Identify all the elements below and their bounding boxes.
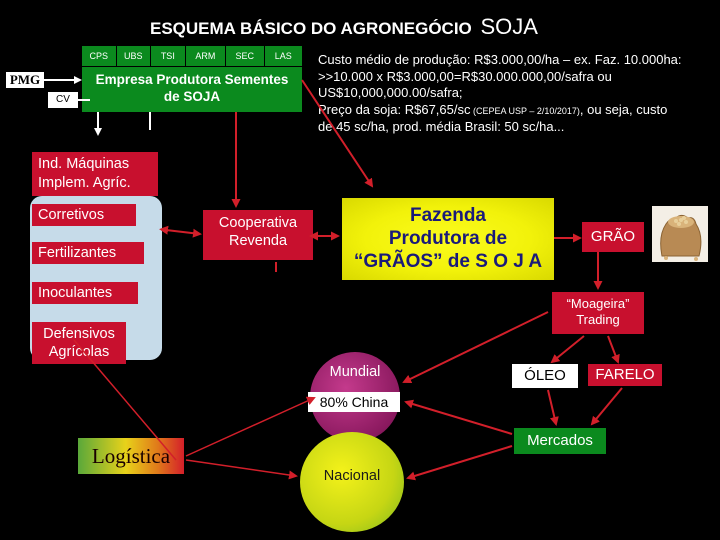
arrow-markets-national [406, 445, 513, 481]
cooperative-box: Cooperativa Revenda [203, 210, 313, 260]
china-share-label: 80% China [308, 392, 400, 412]
cooperative-line2: Revenda [228, 233, 288, 249]
correctives-box: Corretivos [32, 204, 136, 226]
cv-label: CV [48, 92, 78, 108]
grain-sack-icon [652, 206, 708, 262]
machinery-line2: Implem. Agríc. [38, 175, 131, 191]
meal-box: FARELO [588, 364, 662, 386]
world-market-label: Mundial [329, 364, 381, 380]
arrow-panel-coop [159, 225, 202, 238]
seed-company-box: CPS UBS TSI ARM SEC LAS Empresa Produtor… [82, 46, 302, 112]
crusher-line1: “Moageira” [566, 296, 630, 311]
arrow-meal-markets [590, 387, 623, 426]
title-soja: SOJA [480, 14, 538, 39]
logistics-box: Logística [78, 438, 184, 474]
info-line2: >>10.000 x R$3.000,00=R$30.000.000,00/sa… [318, 68, 612, 84]
arrow-crusher-meal [607, 335, 620, 364]
cooperative-line1: Cooperativa [218, 215, 298, 231]
farm-line1: Fazenda [409, 205, 487, 226]
pesticides-line1: Defensivos [43, 326, 115, 342]
page-title: ESQUEMA BÁSICO DO AGRONEGÓCIO SOJA [150, 14, 538, 40]
stage-cps: CPS [82, 46, 117, 66]
machinery-industry-box: Ind. Máquinas Implem. Agríc. [32, 152, 158, 196]
machinery-line1: Ind. Máquinas [38, 156, 130, 172]
arrow-grain-world [402, 311, 549, 383]
info-line4: Preço da soja: R$67,65/sc (CEPEA USP – 2… [318, 102, 718, 120]
arrow-panel-logistics [73, 339, 177, 461]
title-main: ESQUEMA BÁSICO DO AGRONEGÓCIO [150, 19, 472, 38]
seed-company-title: Empresa Produtora Sementes de SOJA [82, 67, 302, 105]
farm-box: Fazenda Produtora de “GRÃOS” de S O J A [342, 198, 554, 280]
inoculants-box: Inoculantes [32, 282, 138, 304]
arrow-markets-world [404, 399, 513, 435]
info-line1: Custo médio de produção: R$3.000,00/ha –… [318, 52, 682, 67]
arrow-logistics-world [185, 396, 316, 457]
cost-info-text: Custo médio de produção: R$3.000,00/ha –… [318, 52, 718, 136]
stage-arm: ARM [186, 46, 227, 66]
national-market-label: Nacional [323, 468, 381, 484]
crusher-trading-box: “Moageira” Trading [552, 292, 644, 334]
pesticides-box: Defensivos Agrícolas [32, 322, 126, 364]
stage-sec: SEC [226, 46, 265, 66]
seed-company-line1: Empresa Produtora Sementes [95, 72, 289, 87]
info-line3: US$10,000,000.00/safra; [318, 85, 463, 100]
info-price-tail: , ou seja, custo [579, 101, 668, 117]
stage-las: LAS [274, 51, 292, 61]
farm-line2: Produtora de [388, 228, 508, 249]
info-price: Preço da soja: R$67,65/sc [318, 101, 471, 117]
pmg-label: PMG [6, 72, 44, 88]
oil-box: ÓLEO [512, 364, 578, 388]
info-line5: de 45 sc/ha, prod. média Brasil: 50 sc/h… [318, 119, 565, 134]
stage-row: CPS UBS TSI ARM SEC LAS [82, 46, 302, 67]
arrow-seed-to-farm [301, 79, 374, 188]
info-source: (CEPEA USP – 2/10/2017) [470, 105, 580, 116]
arrow-logistics-national [185, 459, 298, 480]
crusher-line2: Trading [576, 312, 620, 327]
seed-company-line2: de SOJA [163, 89, 221, 104]
stage-ubs: UBS [117, 46, 152, 66]
fertilizers-box: Fertilizantes [32, 242, 144, 264]
farm-line3: “GRÃOS” de S O J A [353, 251, 543, 272]
arrow-oil-markets [547, 389, 559, 426]
markets-box: Mercados [514, 428, 606, 454]
stage-tsi: TSI [151, 46, 186, 66]
arrow-crusher-oil [550, 335, 585, 364]
grain-box: GRÃO [582, 222, 644, 252]
national-market-circle [300, 432, 404, 532]
pesticides-line2: Agrícolas [48, 344, 110, 360]
